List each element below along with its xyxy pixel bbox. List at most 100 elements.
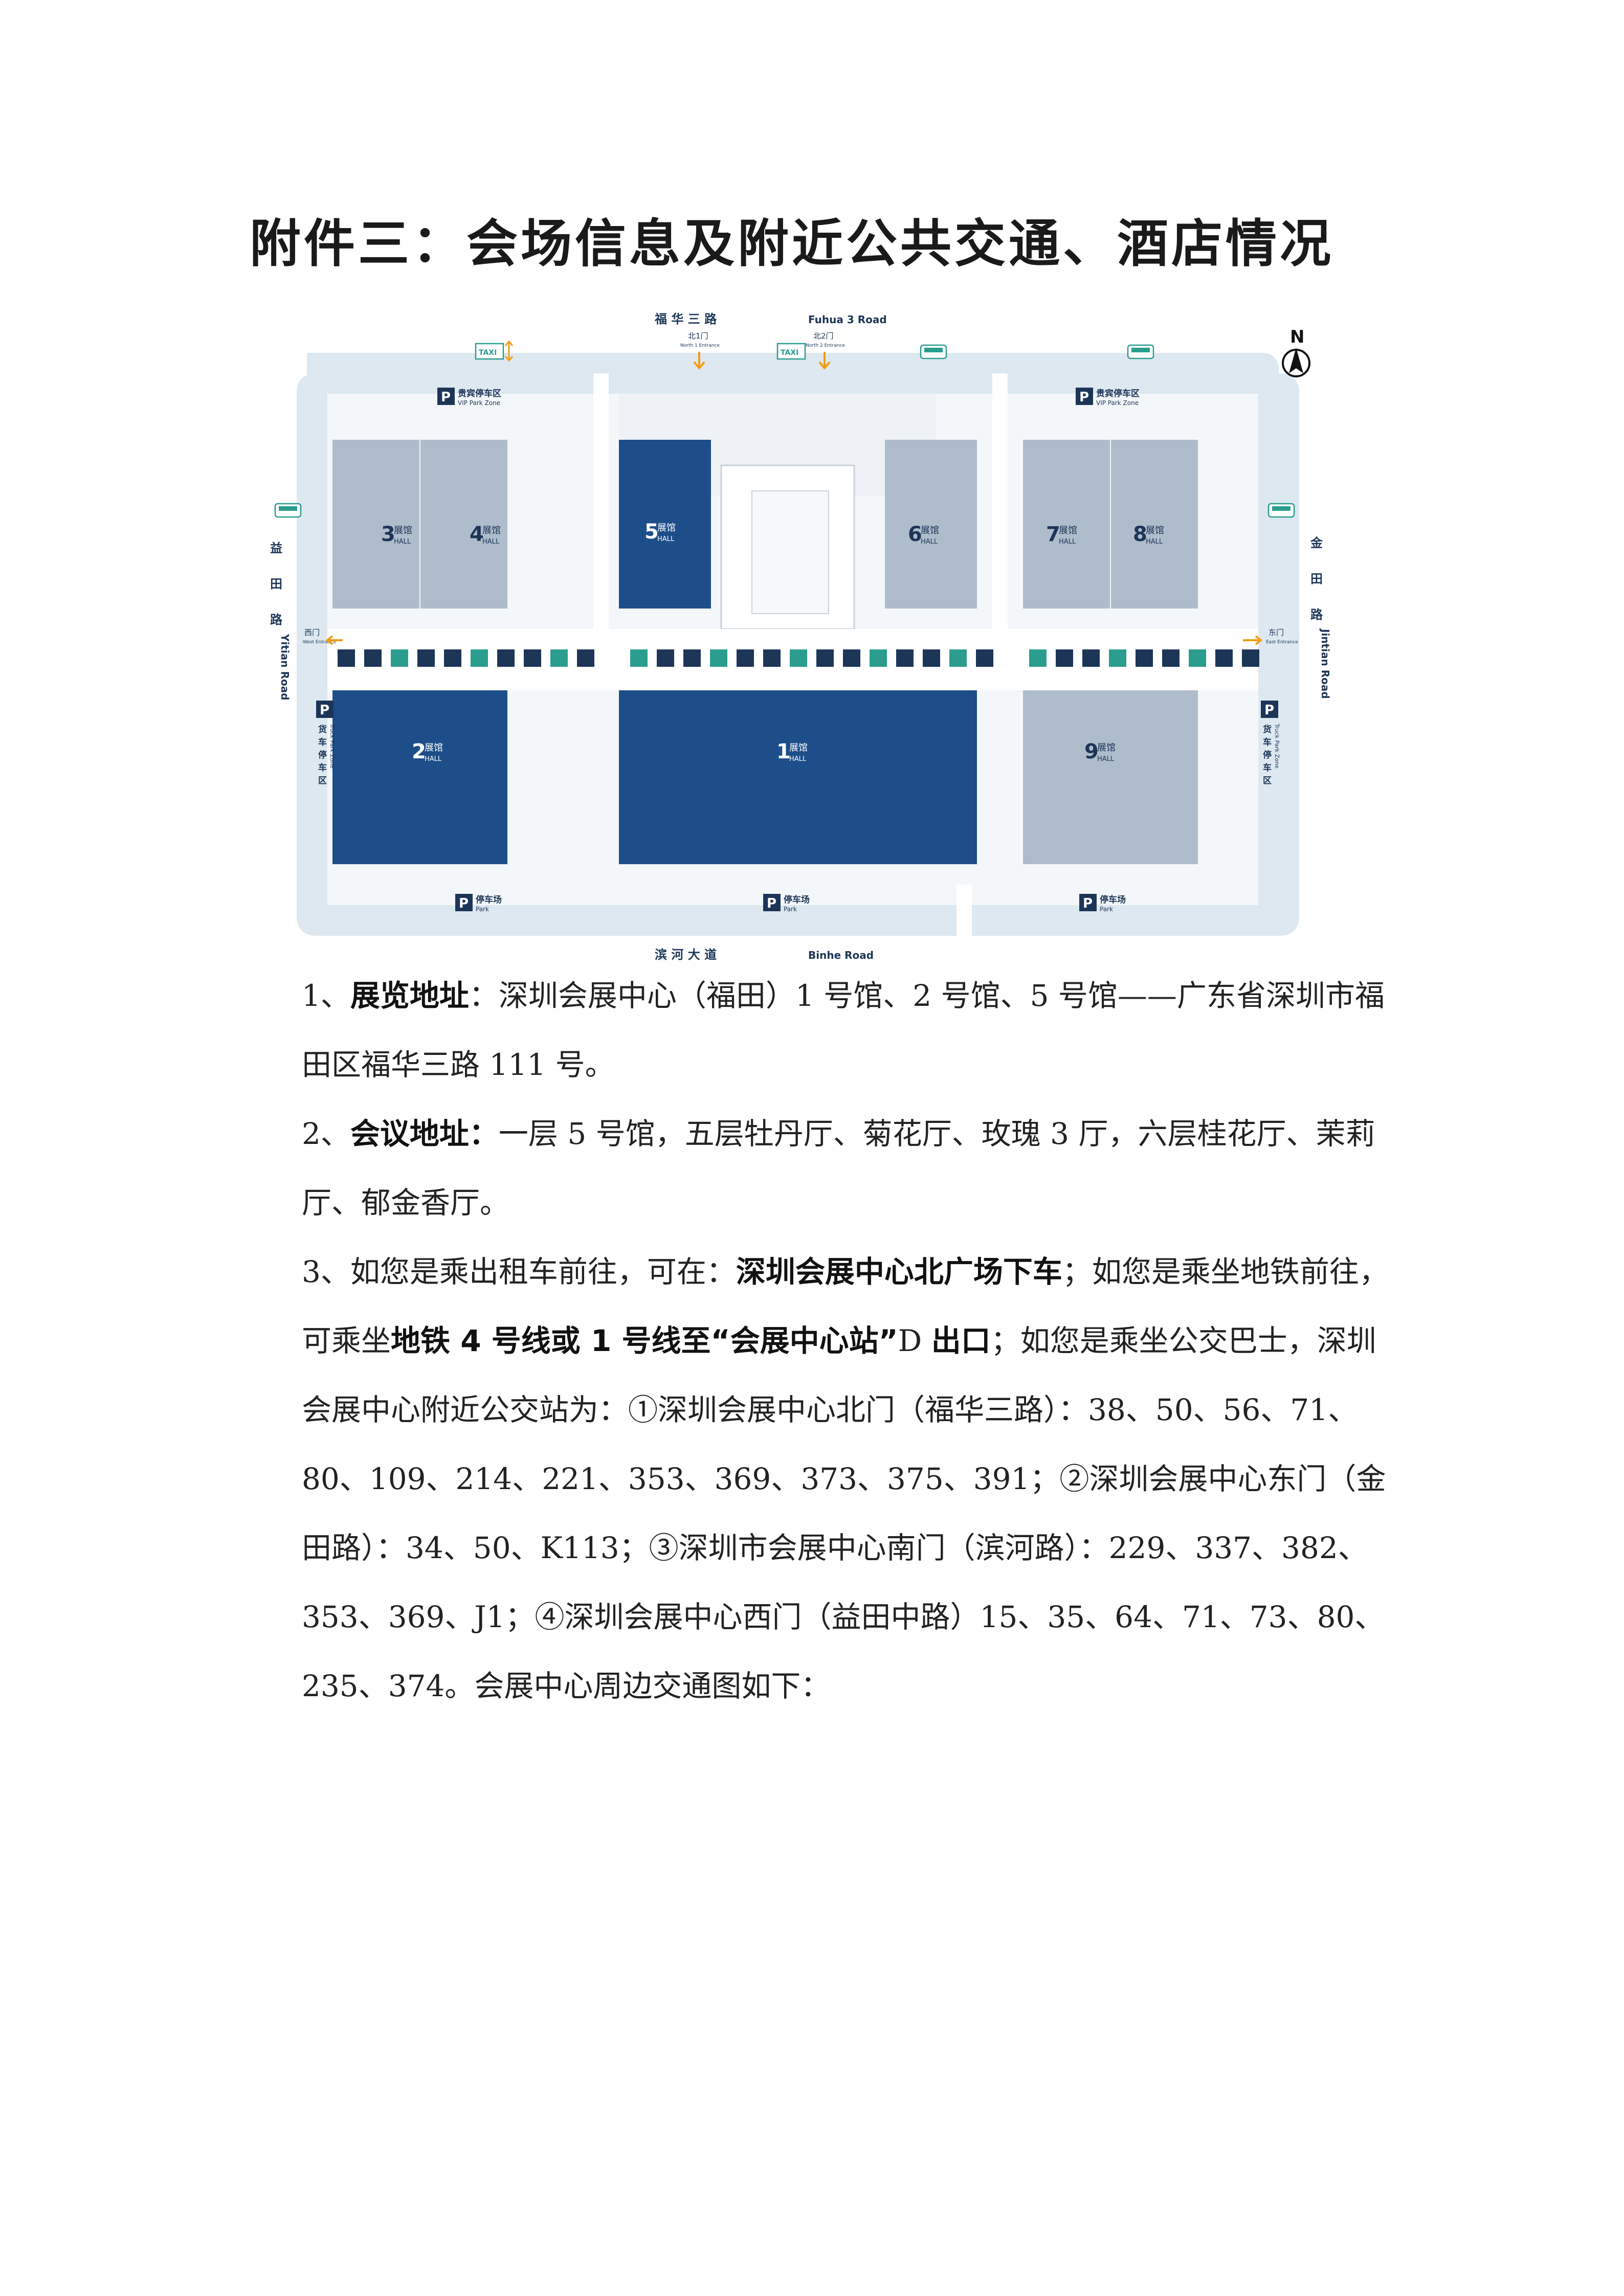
vip-parking-right: P 贵宾停车区 VIP Park Zone [1076, 388, 1140, 407]
gate-west-arrow [325, 635, 343, 645]
parking-p-letter: P [1079, 390, 1089, 405]
truck-parking-right: P 货 车 停 车 区 Truck Park Zone [1261, 701, 1280, 786]
parking-p-letter: P [1264, 703, 1274, 718]
park-cn: 停车场 [784, 894, 810, 905]
p3-t2: ；如您是乘坐地铁前往，可乘坐 [302, 1254, 1389, 1358]
hall-number-3: 3 [381, 523, 395, 546]
road-south-en: Binhe Road [808, 949, 874, 961]
gate-north-1: 北1门 North 1 Entrance [680, 331, 720, 370]
parking-p-letter: P [1083, 896, 1093, 911]
hall-label-9: 9 展馆 HALL [1084, 740, 1116, 763]
road-east-cn-3: 路 [1310, 607, 1323, 622]
parking-p-icon [437, 388, 455, 405]
bus-icon [274, 503, 302, 518]
facility-icon [710, 649, 727, 667]
truck-parking-en: Truck Park Zone [1274, 723, 1280, 769]
gate-north-2: 北2门 North 2 Entrance [806, 331, 845, 370]
taxi-sign-left-box [475, 343, 504, 360]
p1-bold: 展览地址 [350, 978, 469, 1013]
hall-cn-9: 展馆 [1097, 742, 1116, 753]
hall-number-5: 5 [644, 520, 659, 544]
compass-needle [1289, 348, 1303, 373]
facility-icon [1136, 649, 1153, 667]
hall-number-4: 4 [470, 523, 484, 546]
bus-icon [1127, 344, 1154, 359]
facility-icon [444, 649, 461, 667]
hall-cn-2: 展馆 [425, 742, 443, 753]
facility-icon [577, 649, 594, 667]
hall-cn-4: 展馆 [482, 525, 501, 536]
hall-label-5: 5 展馆 HALL [644, 520, 676, 544]
hall-5 [619, 440, 711, 609]
page-title: 附件三：会场信息及附近公共交通、酒店情况 [250, 213, 1334, 274]
p2-text: 一层 5 号馆，五层牡丹厅、菊花厅、玫瑰 3 厅，六层桂花厅、茉莉厅、郁金香厅。 [302, 1116, 1375, 1220]
facility-icon [1162, 649, 1180, 667]
p3-t4: ；如您是乘坐公交巴士，深圳会展中心附近公交站为：①深圳会展中心北门（福华三路）：… [302, 1323, 1386, 1703]
hall-en-5: HALL [657, 535, 675, 543]
gate-west-cn: 西门 [304, 628, 320, 637]
paragraph-transport: 3、如您是乘出租车前往，可在：深圳会展中心北广场下车；如您是乘坐地铁前往，可乘坐… [302, 1237, 1391, 1721]
venue-map-svg: 3 展馆 HALL 4 展馆 HALL 5 展馆 HALL 6 展馆 HALL … [270, 312, 1331, 961]
facility-icon [471, 649, 488, 667]
facility-icon [763, 649, 781, 667]
park-right: P 停车场 Park [1079, 894, 1126, 913]
hall-en-7: HALL [1059, 538, 1076, 546]
gate-north-1-arrow [693, 352, 705, 370]
p3-t3: D [898, 1323, 931, 1358]
park-en: Park [784, 906, 797, 913]
facility-icon [1242, 649, 1259, 667]
facility-icon [1215, 649, 1233, 667]
road-east-cn-2: 田 [1310, 572, 1323, 586]
parking-p-icon [1079, 894, 1097, 911]
facility-icon [497, 649, 515, 667]
hall-en-8: HALL [1146, 538, 1163, 546]
truck-parking-cn-4: 车 [318, 762, 327, 773]
park-en: Park [1100, 906, 1113, 913]
road-east-en: Jintian Road [1319, 628, 1331, 699]
park-en: Park [476, 906, 489, 913]
truck-parking-cn-3: 停 [1263, 750, 1272, 760]
gate-east: 东门 East Entrance [1243, 628, 1298, 645]
facility-icon [630, 649, 648, 667]
vip-parking-left: P 贵宾停车区 VIP Park Zone [437, 388, 501, 407]
hall-cn-6: 展馆 [921, 525, 939, 536]
road-west-cn-1: 益 [270, 541, 282, 555]
parking-p-letter: P [320, 703, 329, 718]
map-road-gap-left [593, 373, 609, 660]
map-ground-top [307, 353, 1279, 394]
hall-label-3: 3 展馆 HALL [381, 523, 412, 546]
facility-icon [657, 649, 674, 667]
hall-6 [885, 440, 977, 609]
hall-cn-5: 展馆 [657, 523, 676, 533]
gate-north-1-en: North 1 Entrance [680, 343, 720, 348]
hall-number-7: 7 [1046, 523, 1060, 546]
facility-icon [524, 649, 541, 667]
gate-east-cn: 东门 [1269, 628, 1284, 637]
taxi-sign-center: TAXI [776, 343, 806, 360]
p3-b3: 出口 [931, 1323, 991, 1358]
gate-north-2-cn: 北2门 [813, 331, 834, 341]
hall-cn-1: 展馆 [789, 742, 808, 753]
facility-icon [1082, 649, 1100, 667]
road-south-cn: 滨 河 大 道 [655, 948, 717, 961]
gate-north-2-en: North 2 Entrance [806, 343, 845, 348]
facility-icon [391, 649, 408, 667]
truck-parking-en: Truck Park Zone [329, 723, 336, 769]
road-west-en: Yitian Road [279, 634, 291, 700]
facility-icon [870, 649, 887, 667]
road-east-cn-1: 金 [1310, 536, 1323, 550]
hall-label-6: 6 展馆 HALL [908, 523, 939, 546]
hall-en-3: HALL [394, 538, 411, 546]
hall-9 [1023, 690, 1198, 864]
gate-north-1-cn: 北1门 [688, 331, 708, 341]
facility-icon [790, 649, 807, 667]
gate-west: 西门 West Entrance [303, 628, 343, 645]
facility-icon [364, 649, 382, 667]
paragraph-meeting-address: 2、会议地址：一层 5 号馆，五层牡丹厅、菊花厅、玫瑰 3 厅，六层桂花厅、茉莉… [302, 1099, 1391, 1237]
facility-icon [816, 649, 834, 667]
p1-lead: 1、 [302, 978, 350, 1013]
road-west-cn-3: 路 [270, 613, 283, 627]
park-cn: 停车场 [476, 894, 502, 905]
parking-p-letter: P [459, 896, 469, 911]
taxi-sign-left: TAXI [475, 340, 514, 362]
